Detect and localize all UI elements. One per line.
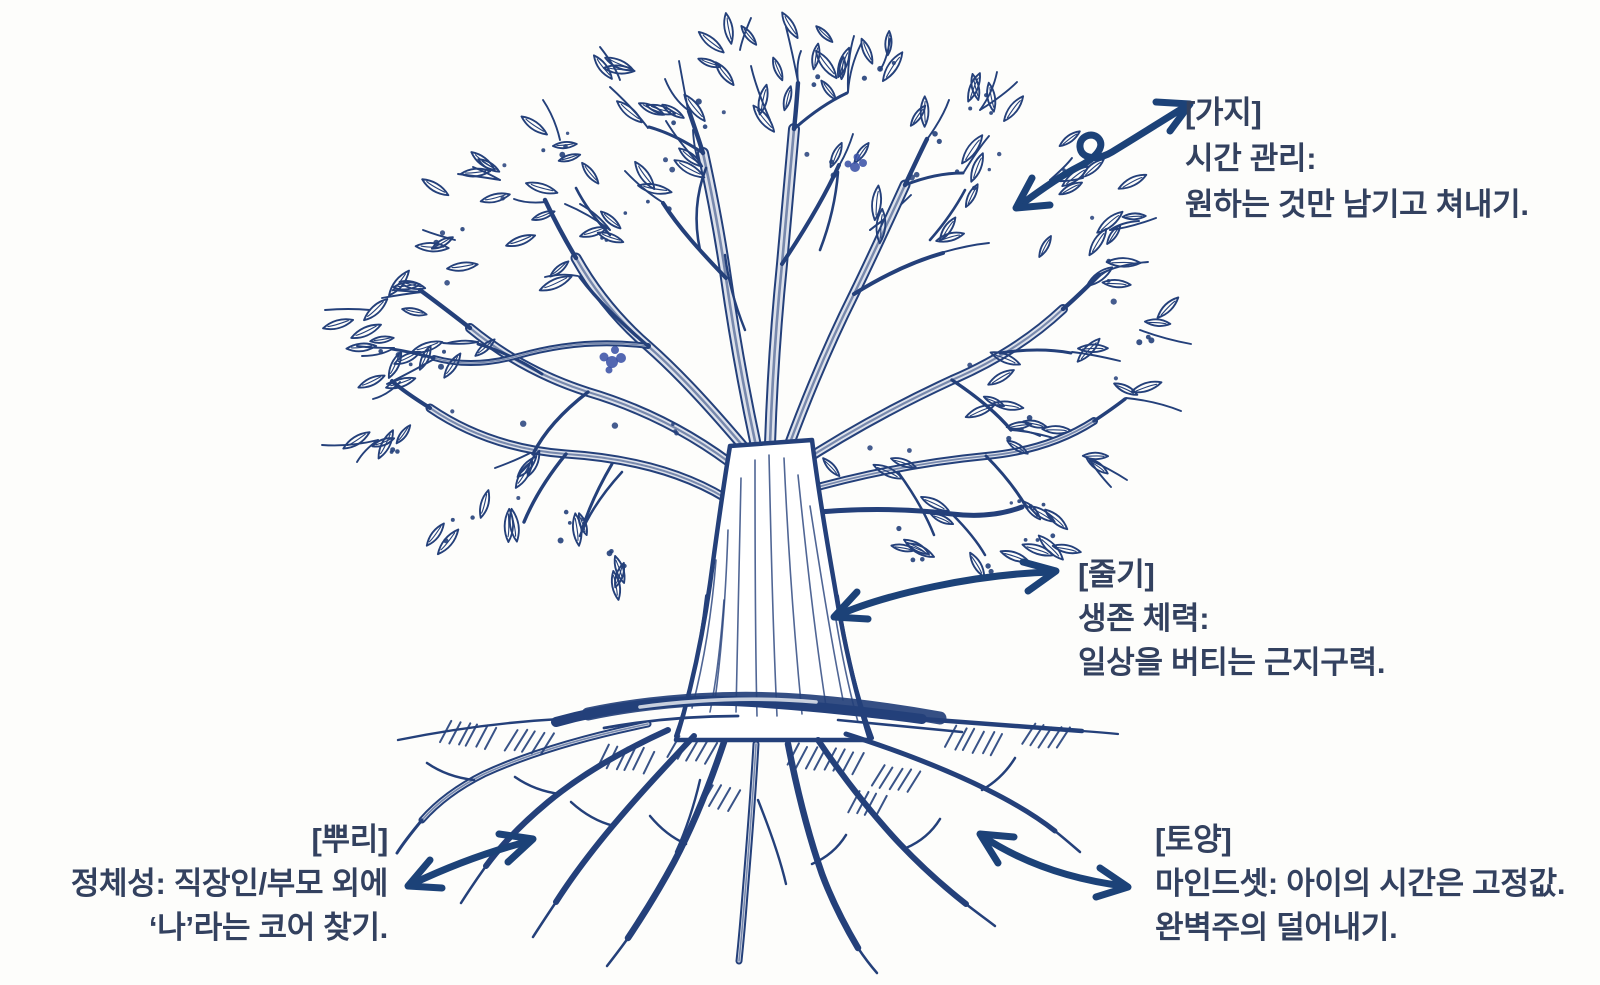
blossom-accents — [599, 153, 867, 374]
canopy-branches — [390, 80, 1127, 740]
branches-annotation: [가지] 시간 관리: 원하는 것만 남기고 쳐내기. — [1185, 90, 1529, 228]
trunk-annotation: [줄기] 생존 체력: 일상을 버티는 근지구력. — [1078, 553, 1385, 685]
trunk-arrow-icon — [830, 558, 1060, 623]
soil-annotation: [토양] 마인드셋: 아이의 시간은 고정값. 완벽주의 덜어내기. — [1155, 818, 1565, 950]
soil-line1: 마인드셋: 아이의 시간은 고정값. — [1155, 866, 1566, 901]
branches-label: [가지] — [1185, 95, 1262, 130]
branches-line1: 시간 관리: — [1185, 141, 1317, 176]
branches-arrow-icon — [1012, 98, 1194, 212]
soil-arrow-icon — [976, 830, 1132, 901]
roots-group — [395, 720, 1082, 975]
roots-arrow-icon — [404, 830, 537, 892]
roots-label: [뿌리] — [311, 822, 389, 857]
trunk-line1: 생존 체력: — [1078, 601, 1210, 636]
roots-line2: ‘나’라는 코어 찾기. — [148, 910, 388, 945]
annotation-arrows — [404, 98, 1194, 901]
soil-hatching — [439, 719, 1071, 819]
leaves-and-berries — [322, 11, 1180, 601]
soil-label: [토양] — [1155, 822, 1232, 857]
trunk-hatching — [691, 454, 859, 723]
trunk-line2: 일상을 버티는 근지구력. — [1078, 645, 1386, 680]
trunk-label: [줄기] — [1078, 557, 1155, 592]
soil-line2: 완벽주의 덜어내기. — [1155, 910, 1398, 945]
ground-line — [396, 691, 1120, 742]
branches-line2: 원하는 것만 남기고 쳐내기. — [1185, 187, 1529, 222]
roots-annotation: [뿌리] 정체성: 직장인/부모 외에 ‘나’라는 코어 찾기. — [71, 818, 388, 950]
roots-line1: 정체성: 직장인/부모 외에 — [70, 866, 388, 901]
